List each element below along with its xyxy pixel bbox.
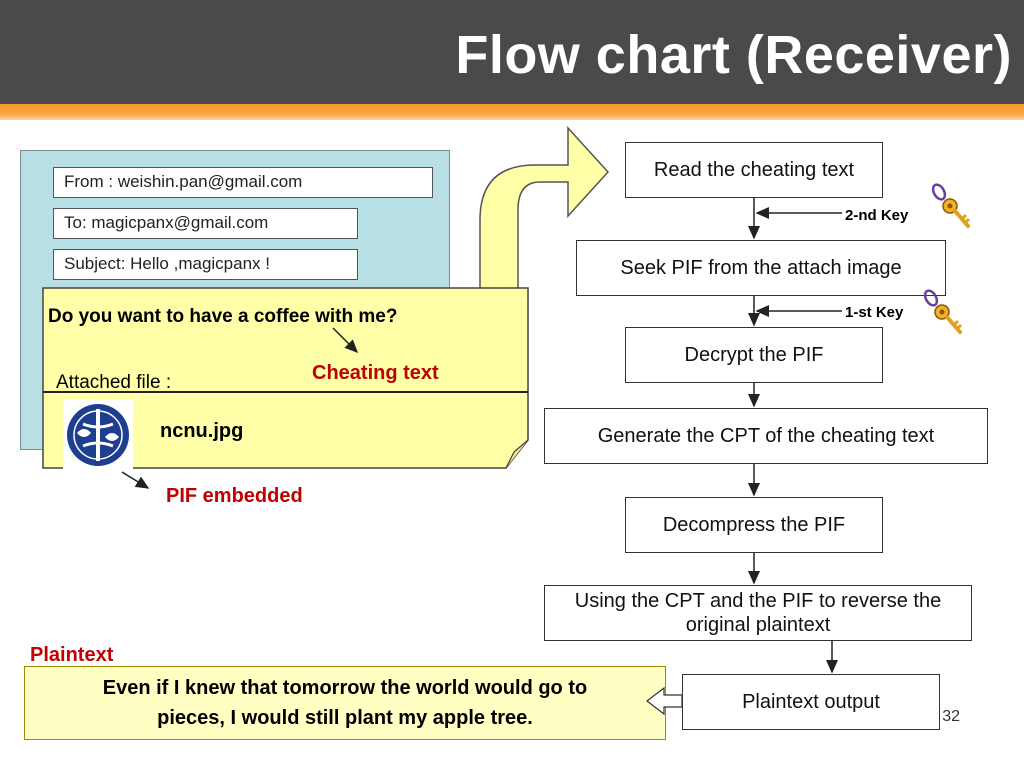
attached-file-label: Attached file : bbox=[56, 372, 172, 393]
step-reverse-plaintext: Using the CPT and the PIF to reverse the… bbox=[544, 585, 972, 641]
slide-header: Flow chart (Receiver) bbox=[0, 0, 1024, 104]
second-key-label: 2-nd Key bbox=[845, 207, 909, 224]
cheating-pointer-arrow bbox=[332, 327, 359, 354]
step-decrypt-pif: Decrypt the PIF bbox=[625, 327, 883, 383]
step-seek-pif: Seek PIF from the attach image bbox=[576, 240, 946, 296]
plaintext-box: Even if I knew that tomorrow the world w… bbox=[24, 666, 666, 740]
message-note bbox=[42, 287, 529, 469]
to-field: To: magicpanx@gmail.com bbox=[53, 208, 358, 239]
step-read-cheating-text: Read the cheating text bbox=[625, 142, 883, 198]
key-icon bbox=[931, 183, 971, 228]
first-key-label: 1-st Key bbox=[845, 304, 904, 321]
page-number: 32 bbox=[942, 708, 960, 725]
plaintext-line-2: pieces, I would still plant my apple tre… bbox=[157, 707, 533, 729]
ncnu-logo-image bbox=[63, 400, 133, 470]
attachment-filename: ncnu.jpg bbox=[160, 420, 244, 442]
cheating-text-label: Cheating text bbox=[312, 362, 439, 384]
slide-title: Flow chart (Receiver) bbox=[455, 25, 1012, 85]
step-plaintext-output: Plaintext output bbox=[682, 674, 940, 730]
key-icon bbox=[923, 289, 963, 334]
pif-embedded-label: PIF embedded bbox=[166, 485, 303, 507]
pif-pointer-arrow bbox=[121, 471, 150, 489]
plaintext-heading: Plaintext bbox=[30, 644, 114, 666]
step-decompress-pif: Decompress the PIF bbox=[625, 497, 883, 553]
message-text: Do you want to have a coffee with me? bbox=[48, 306, 398, 327]
step-generate-cpt: Generate the CPT of the cheating text bbox=[544, 408, 988, 464]
subject-field: Subject: Hello ,magicpanx ! bbox=[53, 249, 358, 280]
plaintext-line-1: Even if I knew that tomorrow the world w… bbox=[102, 677, 588, 699]
output-hollow-arrow bbox=[646, 686, 683, 716]
from-field: From : weishin.pan@gmail.com bbox=[53, 167, 433, 198]
header-accent-bar bbox=[0, 104, 1024, 120]
flow-arrows bbox=[121, 198, 842, 674]
